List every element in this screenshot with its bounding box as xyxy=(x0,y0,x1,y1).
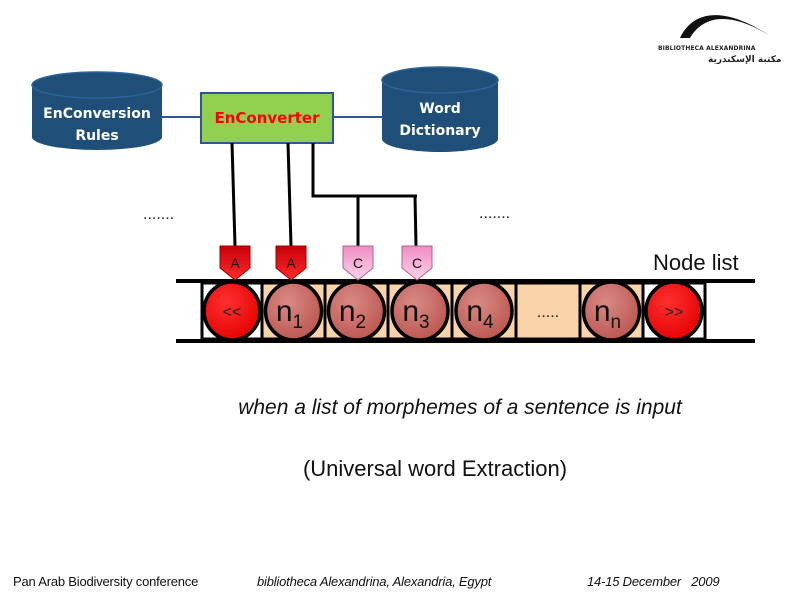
logo-name: BIBLIOTHECA ALEXANDRINA xyxy=(658,45,756,52)
node-label: n1 xyxy=(276,295,303,333)
dictionary-label-line2: Dictionary xyxy=(399,123,480,139)
footer-venue: bibliotheca Alexandrina, Alexandria, Egy… xyxy=(257,574,492,589)
footer-conference: Pan Arab Biodiversity conference xyxy=(13,574,199,589)
node-cell-2: n2 xyxy=(323,280,390,342)
connector-head-4 xyxy=(413,195,418,247)
word-dictionary-store: Word Dictionary xyxy=(381,66,499,152)
node-cell-0: << xyxy=(200,280,264,342)
head-label: C xyxy=(353,255,363,271)
enconverter-box: EnConverter xyxy=(200,92,334,144)
node-label: ..... xyxy=(537,304,559,321)
node-cell-5: ..... xyxy=(514,281,582,341)
node-label: >> xyxy=(665,304,684,321)
cell-box xyxy=(514,281,582,341)
bibliotheca-alexandrina-logo: BIBLIOTHECA ALEXANDRINA مكتبة الإسكندرية xyxy=(658,15,782,65)
connector-head-2 xyxy=(286,142,293,247)
morpheme-node xyxy=(390,280,450,342)
dictionary-label-line1: Word xyxy=(419,101,461,117)
rules-label-line1: EnConversion xyxy=(43,106,151,122)
node-label: << xyxy=(223,304,242,321)
ellipsis-right: ....... xyxy=(479,205,510,222)
sentinel-node xyxy=(644,280,704,342)
head-tag-icon xyxy=(219,245,251,281)
node-cell-1: n1 xyxy=(260,280,327,342)
head-label: C xyxy=(412,255,422,271)
node-cells: << n1 n2 n3 n4..... nn >> xyxy=(200,280,707,342)
enconverter-diagram: EnConversion Rules Word Dictionary EnCon… xyxy=(31,66,755,343)
footer-date: 14-15 December 2009 xyxy=(587,574,720,589)
connector-head-1 xyxy=(230,142,237,247)
caption-title: (Universal word Extraction) xyxy=(302,456,568,481)
node-label: n2 xyxy=(339,295,366,333)
logo-arabic: مكتبة الإسكندرية xyxy=(708,55,782,65)
node-cell-7: >> xyxy=(641,280,707,342)
morpheme-node xyxy=(263,280,324,342)
caption-input-description: when a list of morphemes of a sentence i… xyxy=(238,396,682,419)
enconversion-rules-store: EnConversion Rules xyxy=(31,71,163,150)
morpheme-node xyxy=(454,280,514,342)
head-c-3: C xyxy=(401,245,433,281)
node-list-label: Node list xyxy=(653,250,739,275)
head-label: A xyxy=(230,255,240,271)
morpheme-node xyxy=(581,280,642,342)
head-tag-icon xyxy=(342,245,374,281)
node-label: n4 xyxy=(466,295,494,333)
head-a-0: A xyxy=(219,245,251,281)
head-label: A xyxy=(286,255,296,271)
node-cell-4: n4 xyxy=(450,280,518,342)
enconverter-label: EnConverter xyxy=(214,109,320,127)
rules-label-line2: Rules xyxy=(75,128,118,144)
sentinel-node xyxy=(202,280,262,342)
head-c-2: C xyxy=(342,245,374,281)
node-label: nn xyxy=(594,295,621,333)
logo-arch-icon xyxy=(680,15,770,38)
morpheme-node xyxy=(326,280,387,342)
node-cell-3: n3 xyxy=(386,280,454,342)
head-a-1: A xyxy=(275,245,307,281)
head-tag-icon xyxy=(275,245,307,281)
head-connectors xyxy=(230,142,418,247)
node-label: n3 xyxy=(402,295,429,333)
connector-branch xyxy=(311,143,417,198)
node-cell-6: nn xyxy=(578,280,645,342)
ellipsis-left: ....... xyxy=(143,206,174,223)
head-tag-icon xyxy=(401,245,433,281)
